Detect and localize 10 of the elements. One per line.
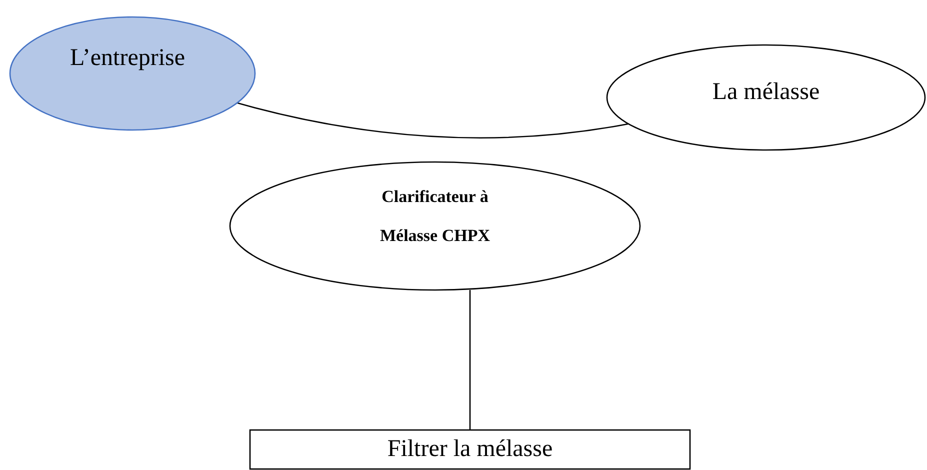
- product-ellipse: [230, 162, 640, 290]
- actor-ellipse: [10, 17, 255, 130]
- node-label: La mélasse: [712, 78, 820, 107]
- function-box: [250, 430, 690, 469]
- connector-line: [236, 102, 629, 138]
- actor-ellipse: [607, 45, 925, 150]
- connector-line: [469, 290, 471, 430]
- node-label: L’entreprise: [70, 44, 186, 73]
- node-label: Filtrer la mélasse: [387, 435, 553, 464]
- node-label: Clarificateur à Mélasse CHPX: [378, 186, 491, 247]
